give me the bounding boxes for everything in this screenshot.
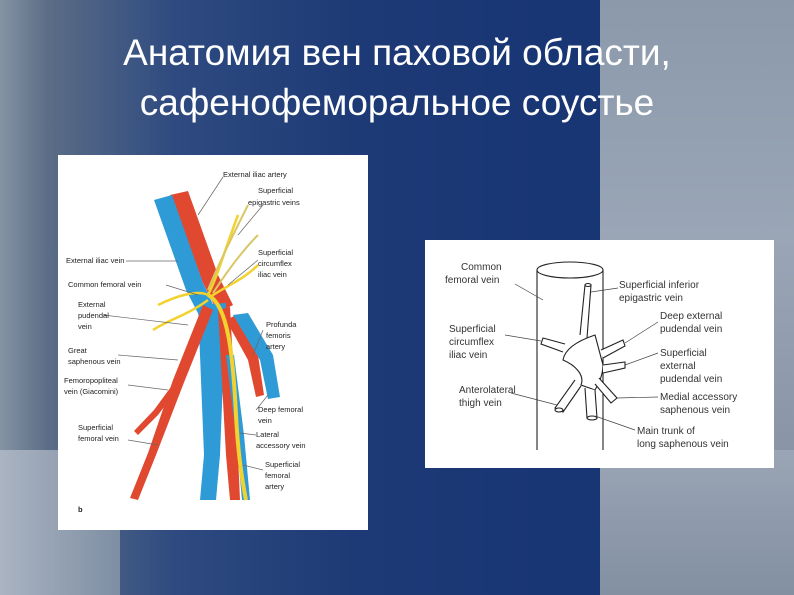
label-femoropopliteal-line-1: Femoropopliteal bbox=[64, 376, 118, 385]
label-superficial-femoral-vein-line-2: femoral vein bbox=[78, 434, 119, 443]
label-superficial-epigastric-line-1: Superficial bbox=[258, 186, 293, 195]
saphenofemoral-junction-drawing: Common femoral vein Superficial inferior… bbox=[445, 261, 737, 450]
label-medial-accessory-line-2: saphenous vein bbox=[660, 405, 730, 416]
label-superficial-femoral-artery-line-1: Superficial bbox=[265, 460, 300, 469]
label-superficial-femoral-artery-line-2: femoral bbox=[265, 471, 290, 480]
label-panel-letter: b bbox=[78, 505, 83, 514]
label-lateral-accessory-line-1: Lateral bbox=[256, 430, 279, 439]
label-profunda-line-3: artery bbox=[266, 342, 285, 351]
anterolateral-end bbox=[554, 407, 564, 413]
label-sup-ext-pudendal-line-1: Superficial bbox=[660, 348, 707, 359]
label-sup-ext-pudendal-line-3: pudendal vein bbox=[660, 374, 722, 385]
common-femoral-vein-shape bbox=[198, 303, 226, 500]
external-iliac-vein-shape bbox=[154, 195, 218, 323]
slide-title: Анатомия вен паховой области, сафенофемо… bbox=[0, 28, 794, 128]
sup-ext-pudendal-branch bbox=[602, 361, 626, 374]
left-figure-labels: External iliac artery Superficial epigas… bbox=[64, 170, 306, 514]
label-lateral-accessory-line-2: accessory vein bbox=[256, 441, 306, 450]
external-iliac-artery-shape bbox=[170, 191, 233, 313]
label-sup-circumflex-line-3: iliac vein bbox=[449, 350, 487, 361]
label-superficial-femoral-vein-line-1: Superficial bbox=[78, 423, 113, 432]
long-saphenous-end bbox=[586, 415, 598, 421]
sup-circumflex-branch bbox=[540, 337, 566, 353]
great-saphenous-vein-shape bbox=[130, 305, 213, 500]
femoral-nerve-shape bbox=[206, 293, 248, 501]
deep-femoral-vein-shape bbox=[233, 313, 280, 399]
femoral-vein-walls bbox=[536, 270, 604, 450]
label-anterolateral-line-1: Anterolateral bbox=[459, 385, 516, 396]
label-main-trunk-line-2: long saphenous vein bbox=[637, 439, 729, 450]
medial-accessory-branch bbox=[594, 377, 618, 404]
slide-title-line-1: Анатомия вен паховой области, bbox=[123, 32, 671, 73]
label-common-femoral-vein: Common femoral vein bbox=[68, 280, 141, 289]
superficial-epigastric-veins-shape bbox=[207, 204, 259, 294]
label-great-saphenous-line-1: Great bbox=[68, 346, 88, 355]
label-common-femoral-line-1: Common bbox=[461, 262, 502, 273]
label-circumflex-line-2: circumflex bbox=[258, 259, 292, 268]
label-deep-femoral-line-1: Deep femoral bbox=[258, 405, 303, 414]
label-sup-circumflex-line-2: circumflex bbox=[449, 337, 494, 348]
leader-lines bbox=[102, 176, 269, 471]
superficial-femoral-artery-shape bbox=[218, 307, 240, 500]
groin-vein-anatomy-figure: External iliac artery Superficial epigas… bbox=[58, 155, 368, 530]
right-figure-labels: Common femoral vein Superficial inferior… bbox=[445, 262, 737, 450]
deep-ext-pudendal-branch bbox=[600, 339, 626, 359]
slide-title-line-2: сафенофеморальное соустье bbox=[139, 82, 655, 123]
label-sup-ext-pudendal-line-2: external bbox=[660, 361, 696, 372]
right-leader-lines bbox=[504, 283, 659, 431]
label-femoropopliteal-line-2: vein (Giacomini) bbox=[64, 387, 119, 396]
label-superficial-epigastric-line-2: epigastric veins bbox=[248, 198, 300, 207]
background-band-right bbox=[600, 450, 794, 595]
label-great-saphenous-line-2: saphenous vein bbox=[68, 357, 121, 366]
femoral-vein-top-ellipse bbox=[536, 261, 604, 279]
long-saphenous-trunk bbox=[584, 387, 598, 419]
saphenofemoral-junction-figure: Common femoral vein Superficial inferior… bbox=[425, 240, 774, 468]
label-sup-inf-epigastric-line-1: Superficial inferior bbox=[619, 280, 700, 291]
label-superficial-femoral-artery-line-3: artery bbox=[265, 482, 284, 491]
label-deep-ext-pudendal-line-1: Deep external bbox=[660, 311, 722, 322]
label-medial-accessory-line-1: Medial accessory bbox=[660, 392, 737, 403]
label-main-trunk-line-1: Main trunk of bbox=[637, 426, 695, 437]
sup-inf-epigastric-end bbox=[584, 282, 592, 288]
profunda-femoris-artery-shape bbox=[226, 315, 264, 397]
label-sup-circumflex-line-1: Superficial bbox=[449, 324, 496, 335]
label-external-iliac-artery: External iliac artery bbox=[223, 170, 287, 179]
label-external-iliac-vein: External iliac vein bbox=[66, 256, 124, 265]
junction-hub bbox=[562, 334, 604, 391]
label-sup-inf-epigastric-line-2: epigastric vein bbox=[619, 293, 683, 304]
label-common-femoral-line-2: femoral vein bbox=[445, 275, 499, 286]
anterolateral-branch bbox=[554, 379, 582, 413]
label-circumflex-line-1: Superficial bbox=[258, 248, 293, 257]
label-external-pudendal-line-1: External bbox=[78, 300, 106, 309]
label-deep-femoral-line-2: vein bbox=[258, 416, 272, 425]
label-anterolateral-line-2: thigh vein bbox=[459, 398, 502, 409]
label-external-pudendal-line-2: pudendal bbox=[78, 311, 109, 320]
label-profunda-line-1: Profunda bbox=[266, 320, 297, 329]
label-external-pudendal-line-3: vein bbox=[78, 322, 92, 331]
label-circumflex-line-3: iliac vein bbox=[258, 270, 287, 279]
groin-vein-anatomy-drawing: External iliac artery Superficial epigas… bbox=[64, 170, 306, 514]
junction-line-art bbox=[536, 261, 626, 450]
label-deep-ext-pudendal-line-2: pudendal vein bbox=[660, 324, 722, 335]
femoropopliteal-vein-shape bbox=[134, 380, 182, 435]
label-profunda-line-2: femoris bbox=[266, 331, 291, 340]
sup-inf-epigastric-branch bbox=[579, 284, 592, 339]
